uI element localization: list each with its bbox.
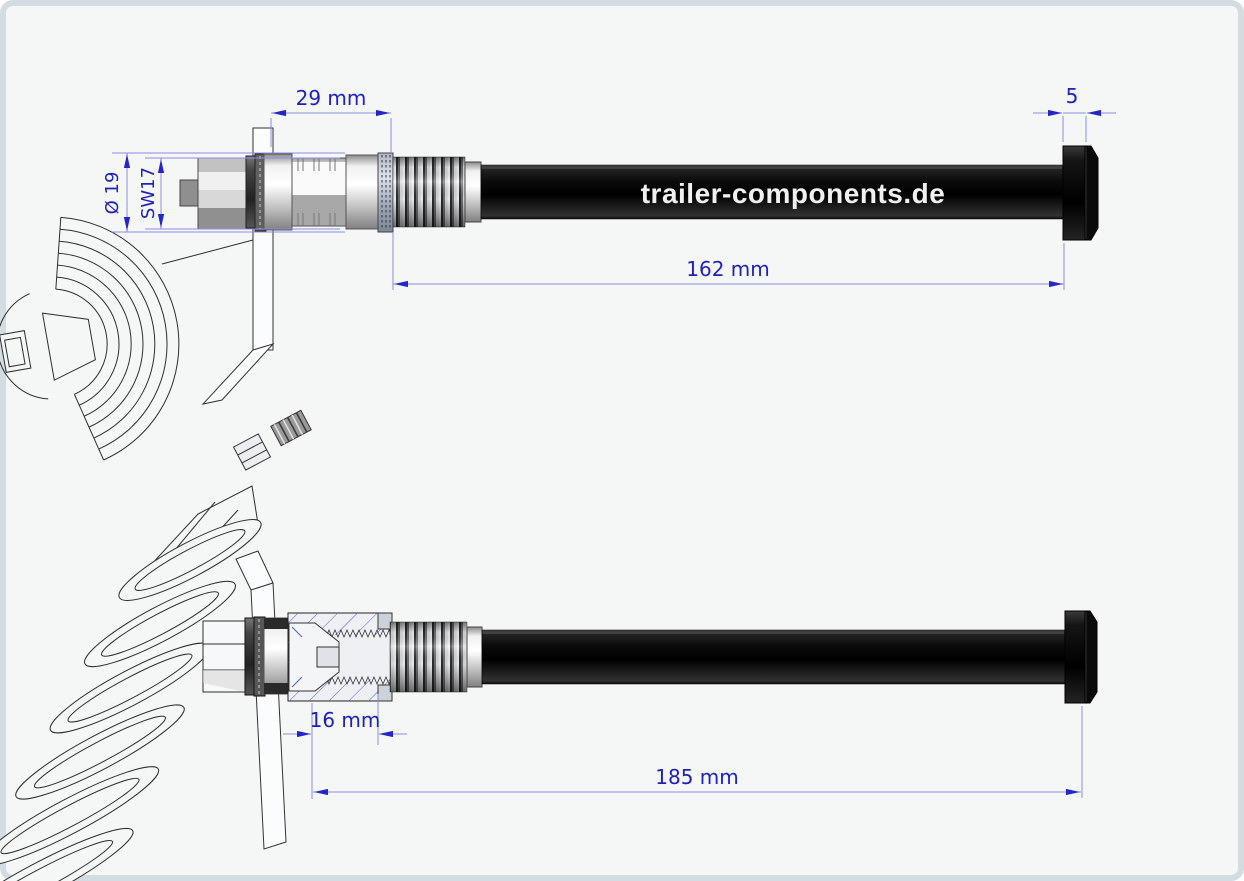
- svg-text:16 mm: 16 mm: [310, 708, 381, 732]
- svg-text:5: 5: [1066, 84, 1079, 108]
- washer-stack-bottom: [244, 616, 266, 697]
- bottom-view: 16 mm 185 mm: [0, 409, 1098, 881]
- stud-hex: [232, 433, 272, 471]
- collar-bottom: [466, 626, 483, 688]
- bellows-wireframe-bottom: [0, 409, 312, 881]
- svg-text:Ø 19: Ø 19: [102, 172, 123, 215]
- axle-shaft: trailer-components.de: [480, 164, 1064, 220]
- serrated-flange: [377, 152, 394, 233]
- washer-stack: [245, 153, 267, 232]
- hex-nut: [197, 157, 247, 230]
- sectioned-insert: [287, 612, 393, 702]
- bellows-ribs: [0, 519, 262, 881]
- dim-29mm: 29 mm: [270, 86, 392, 153]
- svg-text:SW17: SW17: [138, 167, 159, 219]
- stud-tip: [179, 179, 201, 207]
- dim-sw17: SW17: [138, 157, 340, 230]
- socket-end: [316, 646, 340, 668]
- svg-text:185 mm: 185 mm: [655, 765, 739, 789]
- bellows-wireframe-top: [0, 216, 254, 461]
- dim-16mm: 16 mm: [283, 694, 407, 799]
- end-cap-bottom: [1064, 610, 1098, 704]
- stud: [270, 409, 312, 447]
- axle-shaft-bottom: [481, 629, 1066, 685]
- svg-text:29 mm: 29 mm: [296, 86, 367, 110]
- socket-cavity: [288, 622, 340, 692]
- axle-assembly-bottom: [202, 610, 1098, 704]
- thread-section-bottom: [389, 621, 468, 693]
- dim-162mm: 162 mm: [392, 232, 1065, 290]
- dim-185mm: 185 mm: [313, 706, 1083, 798]
- dim-5: 5: [1033, 84, 1116, 142]
- top-view: trailer-components.de 29 mm 5: [0, 84, 1116, 461]
- collar: [464, 161, 482, 223]
- brand-text: trailer-components.de: [641, 178, 946, 209]
- hex-nut-section: [202, 620, 246, 693]
- head-collar: [263, 617, 293, 695]
- plate-edge-line: [161, 239, 254, 265]
- dim-dia19: Ø 19: [102, 152, 345, 233]
- thread-section: [392, 156, 466, 228]
- end-cap: [1062, 145, 1099, 241]
- axle-assembly-top: trailer-components.de: [179, 145, 1099, 241]
- clamp-sleeve: [263, 153, 379, 231]
- svg-text:162 mm: 162 mm: [686, 257, 770, 281]
- sleeve-slots: [297, 158, 336, 226]
